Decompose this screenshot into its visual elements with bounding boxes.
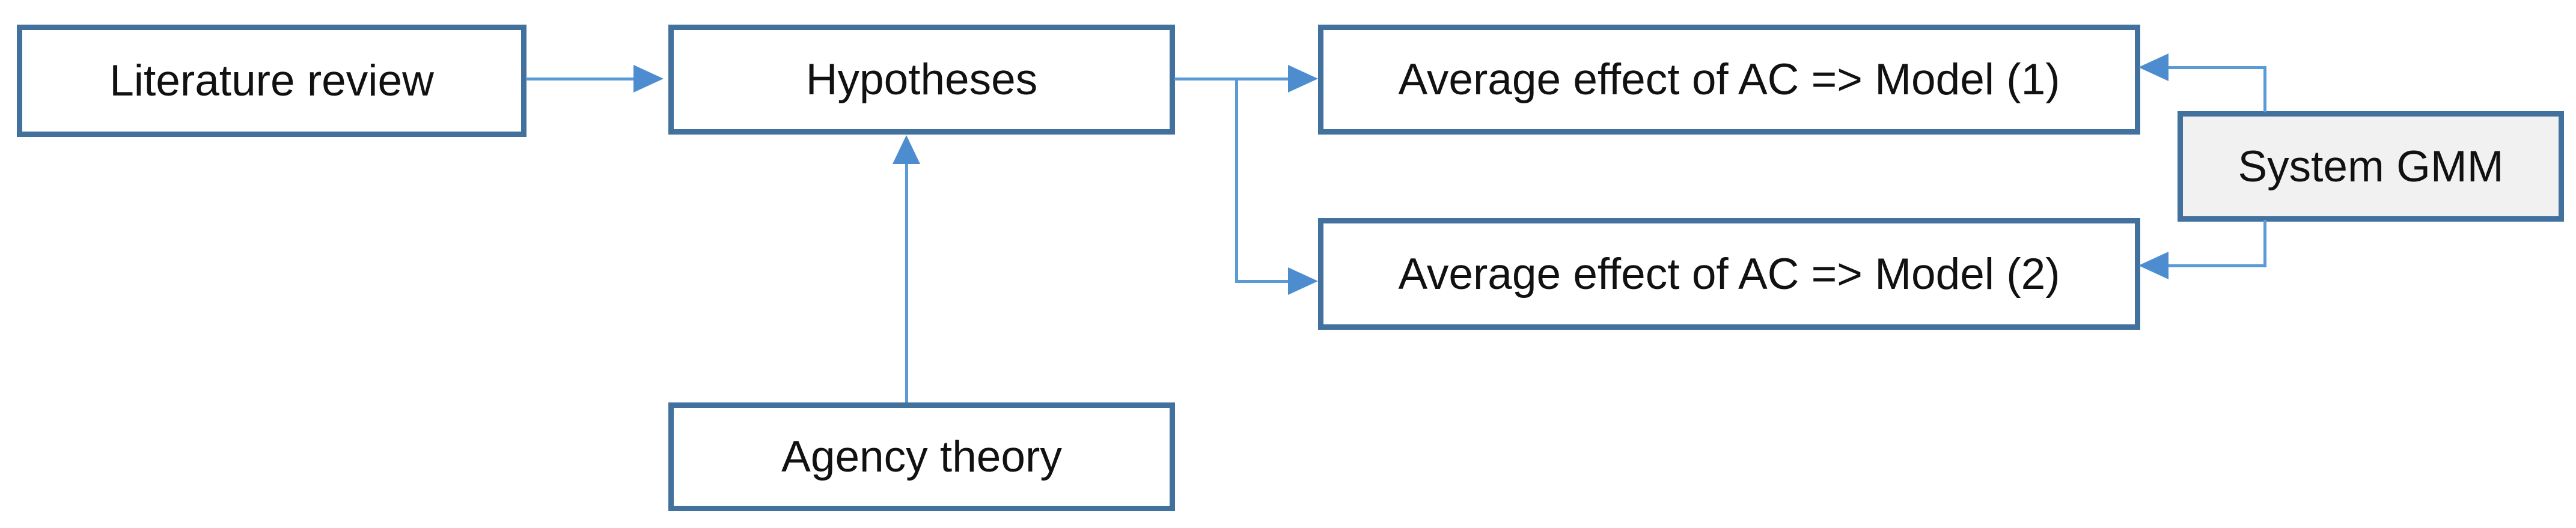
connector-gmm-to-model-2-horizontal-line	[2167, 264, 2266, 267]
connector-hypotheses-to-model-2-horizontal-line	[1235, 280, 1292, 283]
node-hypotheses-label: Hypotheses	[805, 55, 1038, 104]
connector-hypotheses-to-model-2-arrowhead	[1288, 267, 1318, 295]
connector-gmm-to-model-1-horizontal-line	[2167, 66, 2266, 69]
connector-literature-to-hypotheses-line	[526, 77, 637, 80]
node-model-1: Average effect of AC => Model (1)	[1318, 25, 2140, 135]
node-model-2-label: Average effect of AC => Model (2)	[1398, 249, 2060, 299]
connector-gmm-to-model-2-vertical-line	[2263, 220, 2266, 267]
connector-hypotheses-to-model-1-line	[1174, 77, 1292, 80]
node-literature-review: Literature review	[17, 25, 526, 137]
connector-literature-to-hypotheses-arrowhead	[633, 65, 664, 93]
connector-gmm-to-model-2-arrowhead	[2138, 252, 2169, 279]
node-agency-theory-label: Agency theory	[781, 432, 1062, 481]
node-model-2: Average effect of AC => Model (2)	[1318, 218, 2140, 330]
node-literature-review-label: Literature review	[109, 56, 434, 105]
connector-agency-to-hypotheses-arrowhead	[893, 135, 920, 164]
connector-hypotheses-to-model-2-vertical-line	[1235, 77, 1238, 282]
connector-hypotheses-to-model-1-arrowhead	[1288, 65, 1318, 93]
connector-agency-to-hypotheses-line	[905, 161, 908, 402]
node-hypotheses: Hypotheses	[668, 25, 1175, 135]
node-system-gmm: System GMM	[2178, 111, 2564, 222]
connector-gmm-to-model-1-vertical-line	[2263, 66, 2266, 112]
node-model-1-label: Average effect of AC => Model (1)	[1398, 55, 2060, 104]
connector-gmm-to-model-1-arrowhead	[2138, 53, 2169, 81]
node-agency-theory: Agency theory	[668, 402, 1175, 511]
node-system-gmm-label: System GMM	[2238, 142, 2504, 191]
